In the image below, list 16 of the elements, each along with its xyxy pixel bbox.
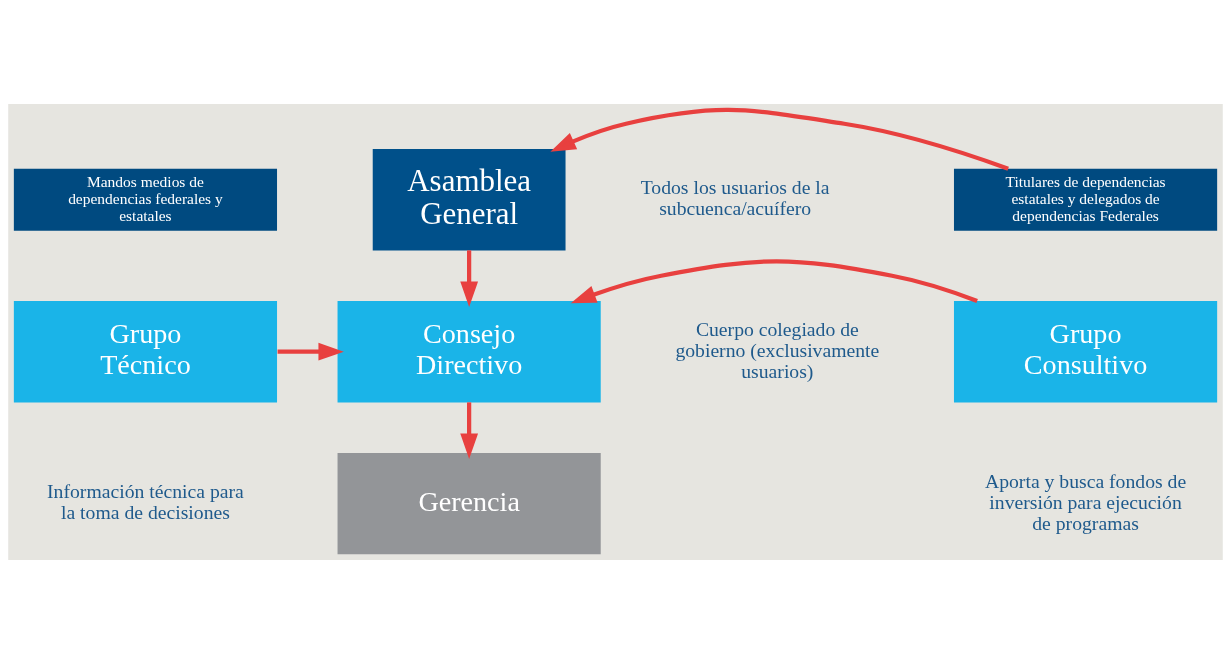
node-box: Grupo Consultivo — [953, 300, 1218, 402]
node-box: Consejo Directivo — [337, 300, 601, 402]
node-box: Mandos medios de dependencias federales y estatales — [13, 168, 278, 231]
node-label: Todos los usuarios de la subcuenca/acuífero — [640, 175, 830, 219]
node-box: Grupo Técnico — [13, 300, 278, 402]
node-label: Información técnica para la toma de decisiones — [47, 479, 244, 523]
node-box: Gerencia — [337, 452, 601, 554]
node-label: Cuerpo colegiado de gobierno (exclusivamente usuarios) — [675, 317, 880, 382]
arrow — [570, 258, 978, 303]
arrow — [277, 342, 344, 361]
node-box: Titulares de dependencias estatales y delegados de dependencias Federales — [953, 168, 1218, 231]
arrow — [550, 107, 1009, 171]
arrow — [460, 249, 479, 307]
arrow — [460, 401, 479, 459]
node-label: Aporta y busca fondos de inversión para ejecución de programas — [984, 469, 1187, 534]
node-box: Asamblea General — [372, 148, 566, 250]
